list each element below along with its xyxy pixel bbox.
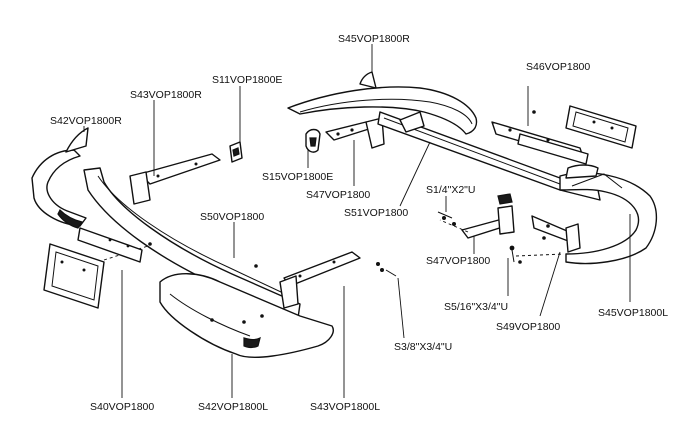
- rear-license-plate: [565, 105, 637, 149]
- label-bolt-14: S1/4"X2"U: [426, 184, 475, 196]
- front-bumper-blade-left: [159, 273, 334, 359]
- front-bar-s50: [83, 167, 301, 319]
- bracket-s43-right: [139, 153, 221, 185]
- label-s11-e: S11VOP1800E: [212, 74, 282, 86]
- label-bolt-38: S3/8"X3/4"U: [394, 341, 452, 353]
- rear-bumper-blade-left: [559, 172, 657, 265]
- bolt-s14-icon: [437, 211, 456, 226]
- bracket-s47-top: [325, 121, 373, 141]
- label-bolt-516: S5/16"X3/4"U: [444, 301, 508, 313]
- label-s42-r: S42VOP1800R: [50, 115, 122, 127]
- bolt-s516-icon: [509, 245, 522, 264]
- label-s46: S46VOP1800: [526, 61, 590, 73]
- label-s47-bottom: S47VOP1800: [426, 255, 490, 267]
- label-s49: S49VOP1800: [496, 321, 560, 333]
- label-s40: S40VOP1800: [90, 401, 154, 413]
- label-s15-e: S15VOP1800E: [262, 171, 333, 183]
- label-s42-l: S42VOP1800L: [198, 401, 268, 413]
- label-s45-r: S45VOP1800R: [338, 33, 410, 45]
- bolt-s38-icon: [376, 262, 397, 277]
- label-s50: S50VOP1800: [200, 211, 264, 223]
- label-s51: S51VOP1800: [344, 207, 408, 219]
- label-s43-l: S43VOP1800L: [310, 401, 380, 413]
- label-s43-r: S43VOP1800R: [130, 89, 202, 101]
- label-s45-l: S45VOP1800L: [598, 307, 668, 319]
- front-license-plate: [43, 243, 105, 309]
- label-s47-top: S47VOP1800: [306, 189, 370, 201]
- rear-bumper-blade-right: [287, 86, 478, 135]
- front-bumper-blade-right: [31, 149, 87, 227]
- rear-bumper-tip-right: [359, 71, 377, 89]
